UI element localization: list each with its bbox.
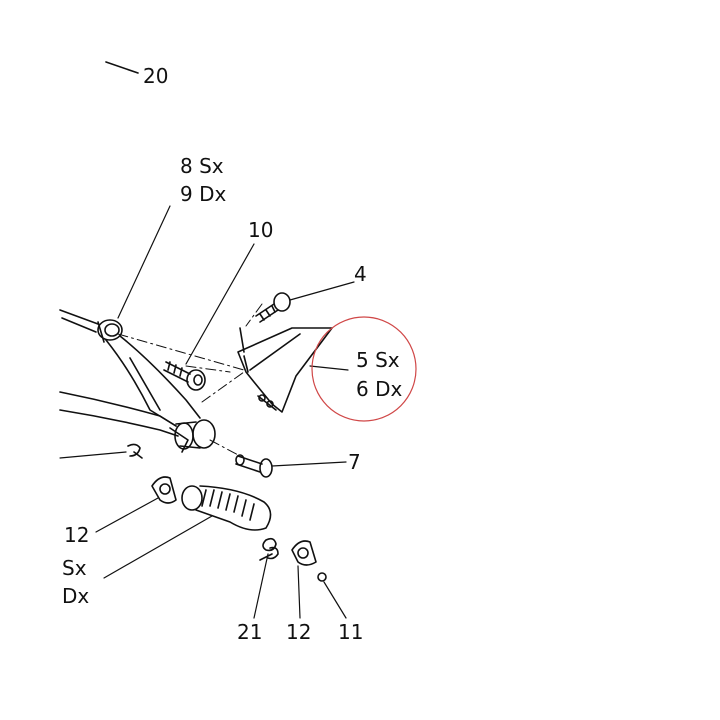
callout-dx: Dx [62,584,90,608]
callout-20: 20 [143,64,169,88]
ball-11 [317,572,327,582]
leader-lines [59,205,355,619]
callout-6-dx: 6 Dx [356,377,403,401]
bolt-10 [163,361,206,391]
washer-12-left [151,476,177,504]
callout-11: 11 [338,620,364,644]
circlip [127,443,143,459]
assembly-axes [117,303,263,457]
callout-9-dx: 9 Dx [180,182,227,206]
screw-4 [255,292,291,323]
footrest-bracket [59,309,216,453]
callout-5-sx: 5 Sx [356,348,400,372]
callout-21: 21 [237,620,263,644]
leader-20 [105,61,139,74]
callout-12-left: 12 [64,523,90,547]
callout-7: 7 [348,450,361,474]
spring-21 [259,537,279,561]
pin-7 [235,454,273,478]
callout-4: 4 [354,262,367,286]
highlight-circle [311,316,417,422]
callout-12-right: 12 [286,620,312,644]
callout-10: 10 [248,218,274,242]
footpeg [181,485,272,531]
callout-sx: Sx [62,556,87,580]
callout-8-sx: 8 Sx [180,154,224,178]
heel-guard-plate [237,327,333,413]
washer-12-right [291,540,317,566]
